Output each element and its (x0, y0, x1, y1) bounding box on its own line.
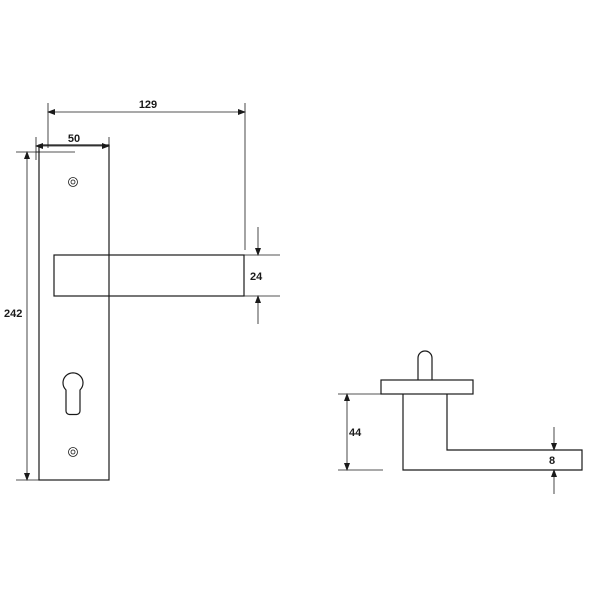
spindle (417, 350, 433, 380)
top-screw (68, 177, 78, 187)
rose (380, 379, 474, 395)
bottom-screw (68, 447, 78, 457)
keyhole (62, 372, 84, 416)
dim-label-plate-width: 50 (68, 133, 80, 145)
dimension-lines (16, 103, 557, 494)
side-view (380, 350, 583, 471)
dim-label-overall-width: 129 (139, 99, 157, 111)
lever-side (402, 394, 583, 471)
dim-label-lever-height: 24 (250, 271, 263, 283)
backplate (38, 144, 110, 481)
dim-label-plate-height: 242 (4, 308, 22, 320)
dim-label-rose-projection: 44 (349, 427, 362, 439)
lever-front (53, 254, 245, 297)
dim-label-lever-thickness: 8 (549, 455, 555, 467)
front-view (38, 144, 245, 481)
